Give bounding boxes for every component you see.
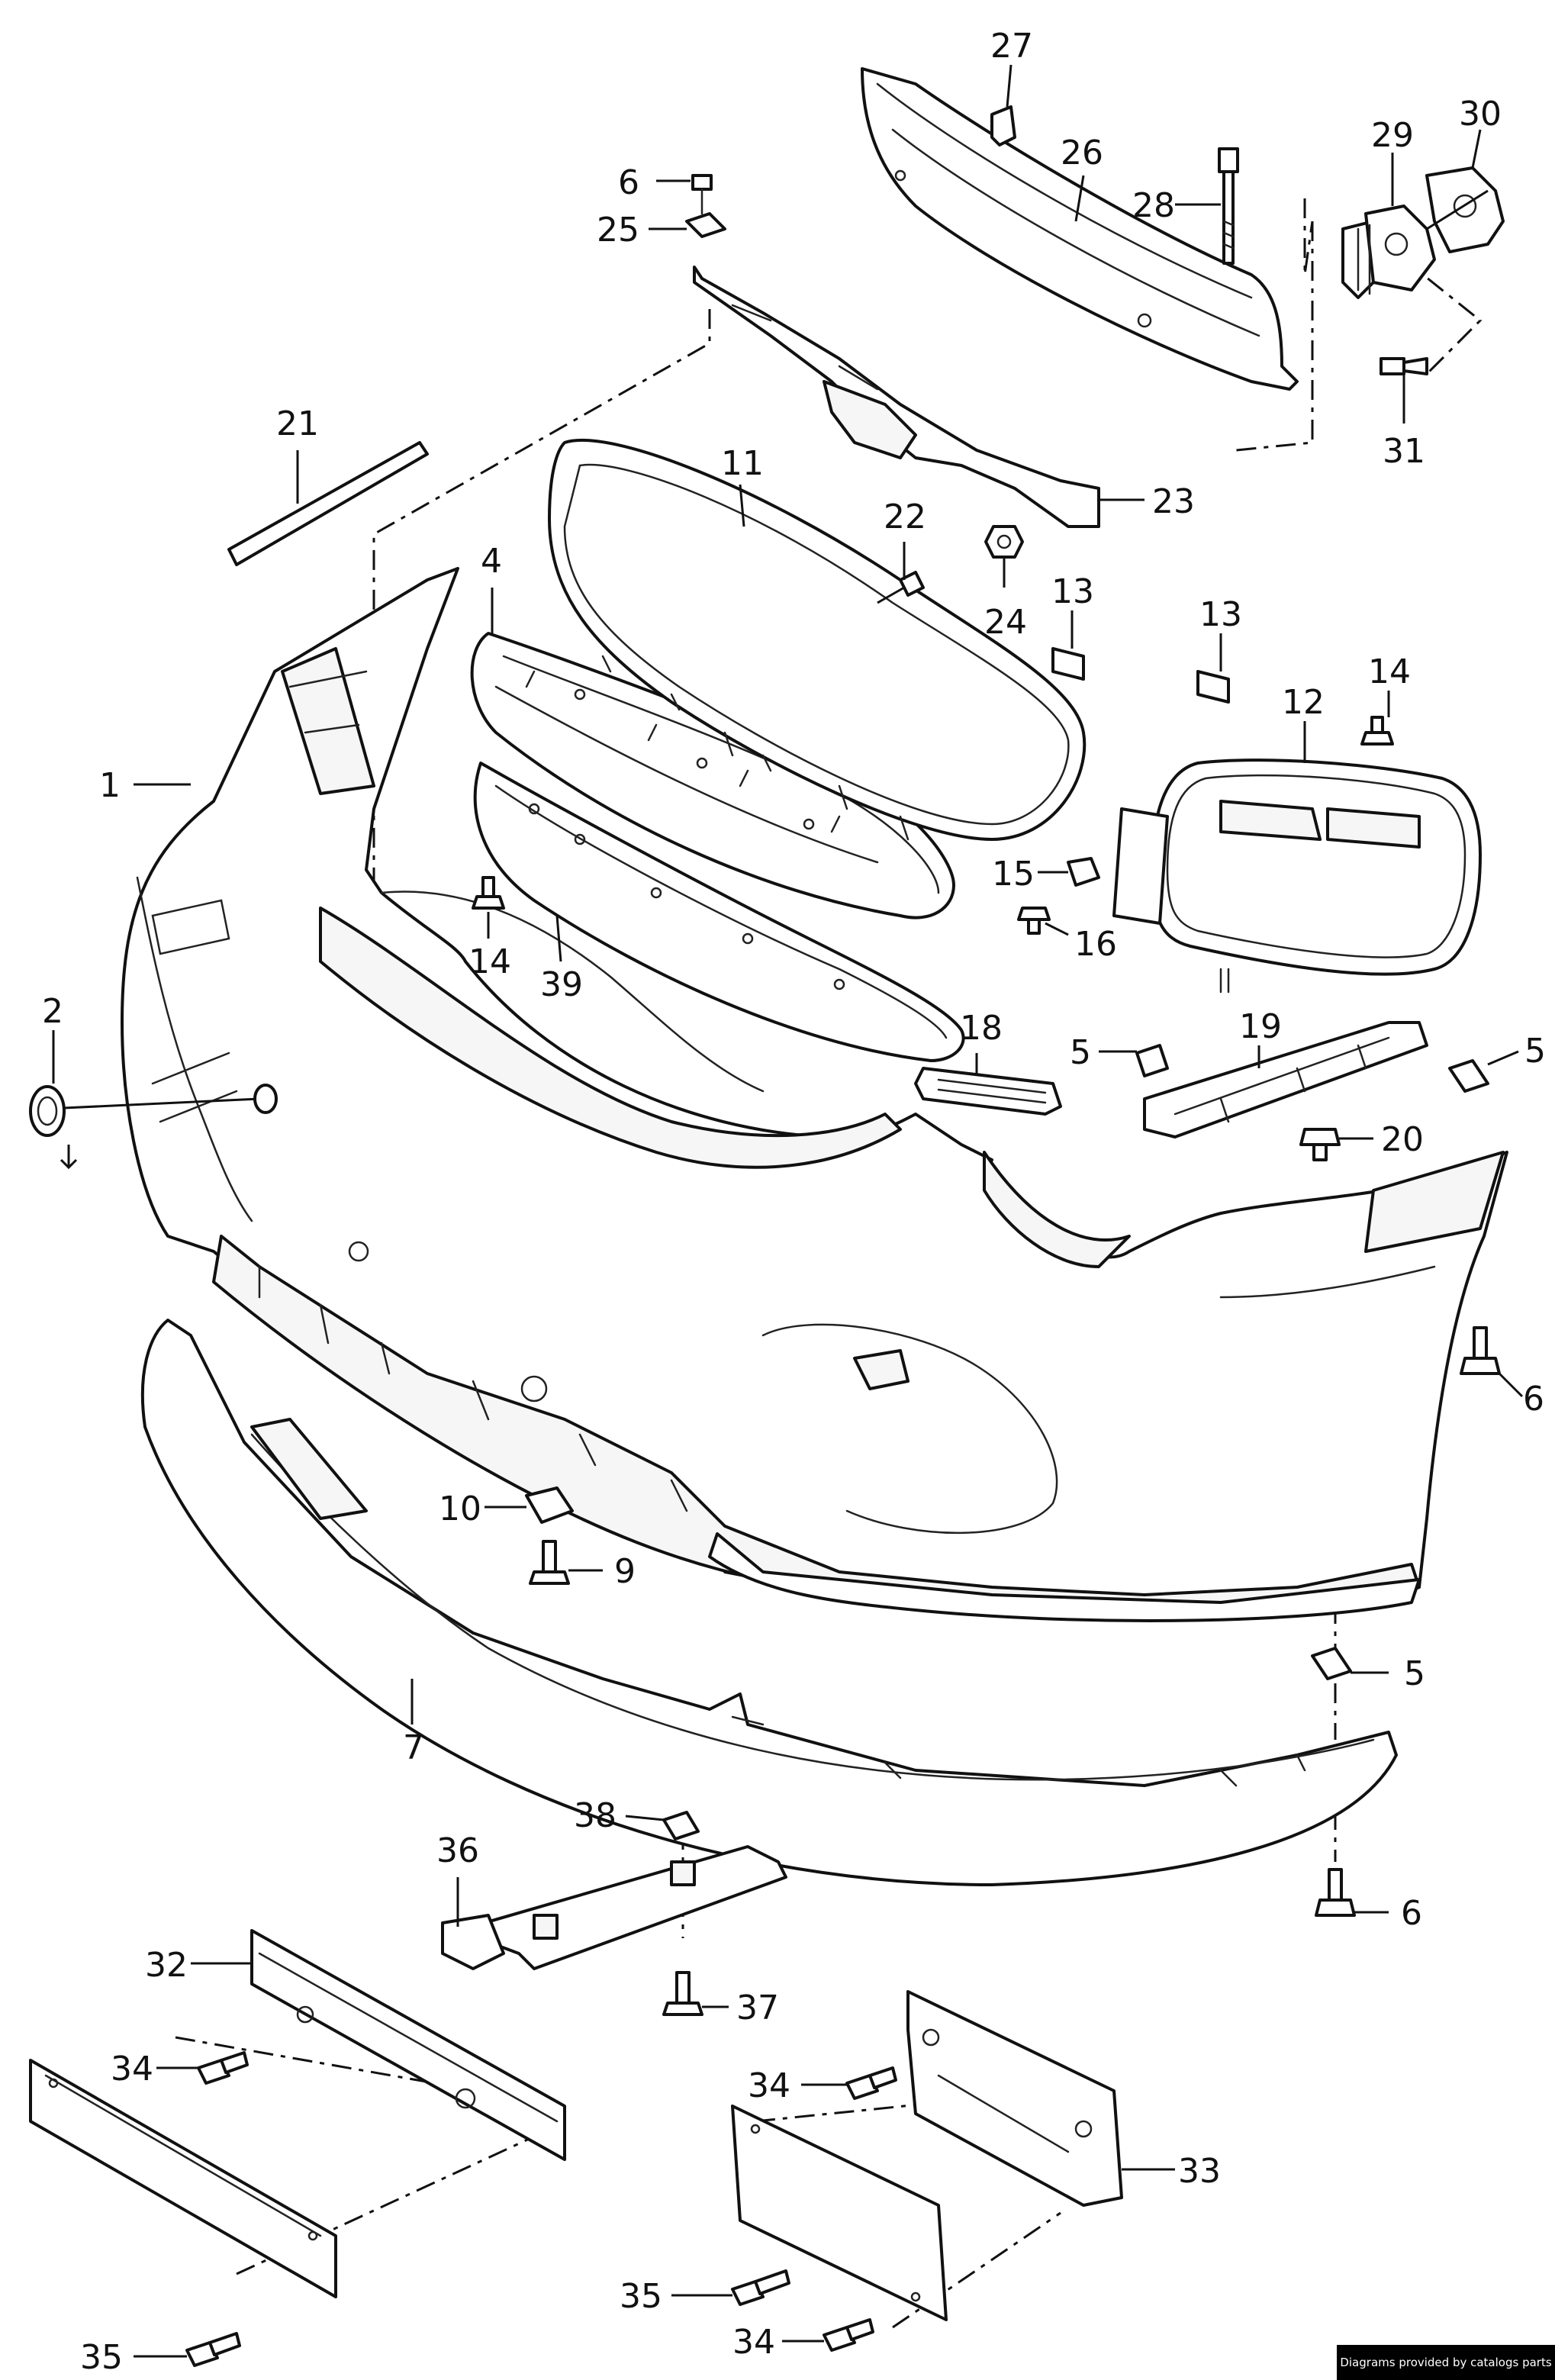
callout-24: 24 bbox=[984, 603, 1027, 642]
part-seal-strip bbox=[227, 441, 429, 566]
callout-14b: 14 bbox=[468, 942, 511, 981]
callout-31: 31 bbox=[1383, 432, 1425, 471]
part-clips-5-upper bbox=[1135, 1044, 1489, 1093]
callout-26: 26 bbox=[1061, 134, 1103, 172]
callout-12: 12 bbox=[1282, 683, 1325, 722]
callout-13a: 13 bbox=[1051, 572, 1094, 611]
callout-38: 38 bbox=[574, 1796, 617, 1835]
callout-37: 37 bbox=[736, 1989, 779, 2027]
part-pin-22 bbox=[877, 571, 925, 604]
part-deformation-element bbox=[1341, 205, 1436, 299]
callout-34b: 34 bbox=[748, 2066, 790, 2105]
part-license-plate-right bbox=[731, 2105, 948, 2321]
part-rivet-14 bbox=[472, 716, 1394, 910]
part-screws-34-35 bbox=[185, 2051, 897, 2367]
callout-5b: 5 bbox=[1524, 1032, 1546, 1071]
callout-18: 18 bbox=[960, 1009, 1003, 1048]
part-rivet-6-lower bbox=[1315, 1868, 1356, 1917]
callout-5c: 5 bbox=[1404, 1654, 1425, 1693]
callout-33: 33 bbox=[1178, 2152, 1221, 2191]
callout-34a: 34 bbox=[111, 2050, 153, 2089]
callout-6c: 6 bbox=[1401, 1894, 1422, 1933]
part-air-deflector bbox=[441, 1845, 787, 1970]
part-screw-20 bbox=[1299, 1128, 1341, 1161]
callout-15: 15 bbox=[992, 855, 1035, 894]
part-screw-9 bbox=[529, 1540, 570, 1585]
part-support-bracket bbox=[693, 266, 1100, 528]
part-clip-13 bbox=[1051, 647, 1230, 704]
callout-10: 10 bbox=[439, 1490, 481, 1528]
part-nut-clip-38 bbox=[662, 1811, 700, 1841]
callout-5a: 5 bbox=[1070, 1033, 1091, 1072]
part-cover-plate bbox=[1425, 166, 1505, 253]
callout-27: 27 bbox=[990, 27, 1033, 66]
callout-34c: 34 bbox=[732, 2323, 775, 2362]
part-rivet-16 bbox=[1017, 907, 1051, 935]
part-buffer bbox=[990, 105, 1016, 147]
callout-9: 9 bbox=[614, 1552, 636, 1591]
credit-text: Diagrams provided by catalogs parts bbox=[1340, 2356, 1552, 2369]
callout-22: 22 bbox=[884, 498, 926, 536]
part-screw bbox=[1380, 357, 1428, 375]
callout-28: 28 bbox=[1132, 186, 1175, 225]
callout-1: 1 bbox=[99, 766, 121, 805]
callout-6a: 6 bbox=[618, 163, 639, 202]
callout-14a: 14 bbox=[1368, 652, 1411, 691]
callout-labels: 1 2 4 5 5 5 6 6 6 7 9 10 11 bbox=[42, 27, 1546, 2377]
part-bolt bbox=[1218, 147, 1239, 265]
callout-25: 25 bbox=[597, 211, 639, 250]
part-bumper-beam bbox=[861, 67, 1299, 391]
part-lower-grille-frame bbox=[473, 762, 965, 1062]
callout-35a: 35 bbox=[80, 2338, 123, 2377]
callout-39: 39 bbox=[540, 965, 583, 1004]
callout-30: 30 bbox=[1459, 95, 1502, 134]
credit-banner: Diagrams provided by catalogs parts bbox=[1337, 2345, 1555, 2380]
callout-4: 4 bbox=[481, 542, 502, 581]
part-nut-15 bbox=[1067, 857, 1100, 887]
part-bumper-cover bbox=[121, 567, 1508, 1622]
callout-6b: 6 bbox=[1523, 1380, 1544, 1419]
part-license-holder-right bbox=[906, 1990, 1123, 2207]
callout-29: 29 bbox=[1371, 116, 1414, 155]
callout-13b: 13 bbox=[1199, 595, 1242, 634]
part-license-plate-left bbox=[29, 2059, 337, 2298]
part-side-air-duct bbox=[1112, 758, 1482, 994]
part-tow-hook-cap bbox=[29, 1084, 278, 1170]
part-clip-25 bbox=[685, 174, 726, 238]
part-clip-5-lower bbox=[1311, 1647, 1352, 1680]
callout-32: 32 bbox=[145, 1946, 188, 1985]
callout-16: 16 bbox=[1074, 925, 1117, 964]
callout-19: 19 bbox=[1239, 1007, 1282, 1046]
callout-36: 36 bbox=[436, 1831, 479, 1870]
part-nut-24 bbox=[984, 525, 1024, 559]
callout-35b: 35 bbox=[620, 2277, 662, 2316]
callout-23: 23 bbox=[1152, 482, 1195, 521]
part-nut-clip-10 bbox=[525, 1486, 574, 1524]
part-rivet-6-right bbox=[1460, 1326, 1501, 1375]
part-small-grille bbox=[914, 1067, 1062, 1116]
callout-7: 7 bbox=[403, 1728, 424, 1767]
part-screw-37 bbox=[662, 1971, 703, 2016]
part-front-spoiler-lip bbox=[140, 1319, 1398, 1886]
callout-20: 20 bbox=[1381, 1120, 1424, 1159]
part-guide-bracket bbox=[1143, 1021, 1428, 1138]
callout-2: 2 bbox=[42, 992, 63, 1031]
part-license-holder-left bbox=[250, 1929, 566, 2161]
part-upper-grille bbox=[548, 439, 1087, 841]
callout-11: 11 bbox=[721, 444, 764, 483]
callout-21: 21 bbox=[276, 404, 319, 443]
